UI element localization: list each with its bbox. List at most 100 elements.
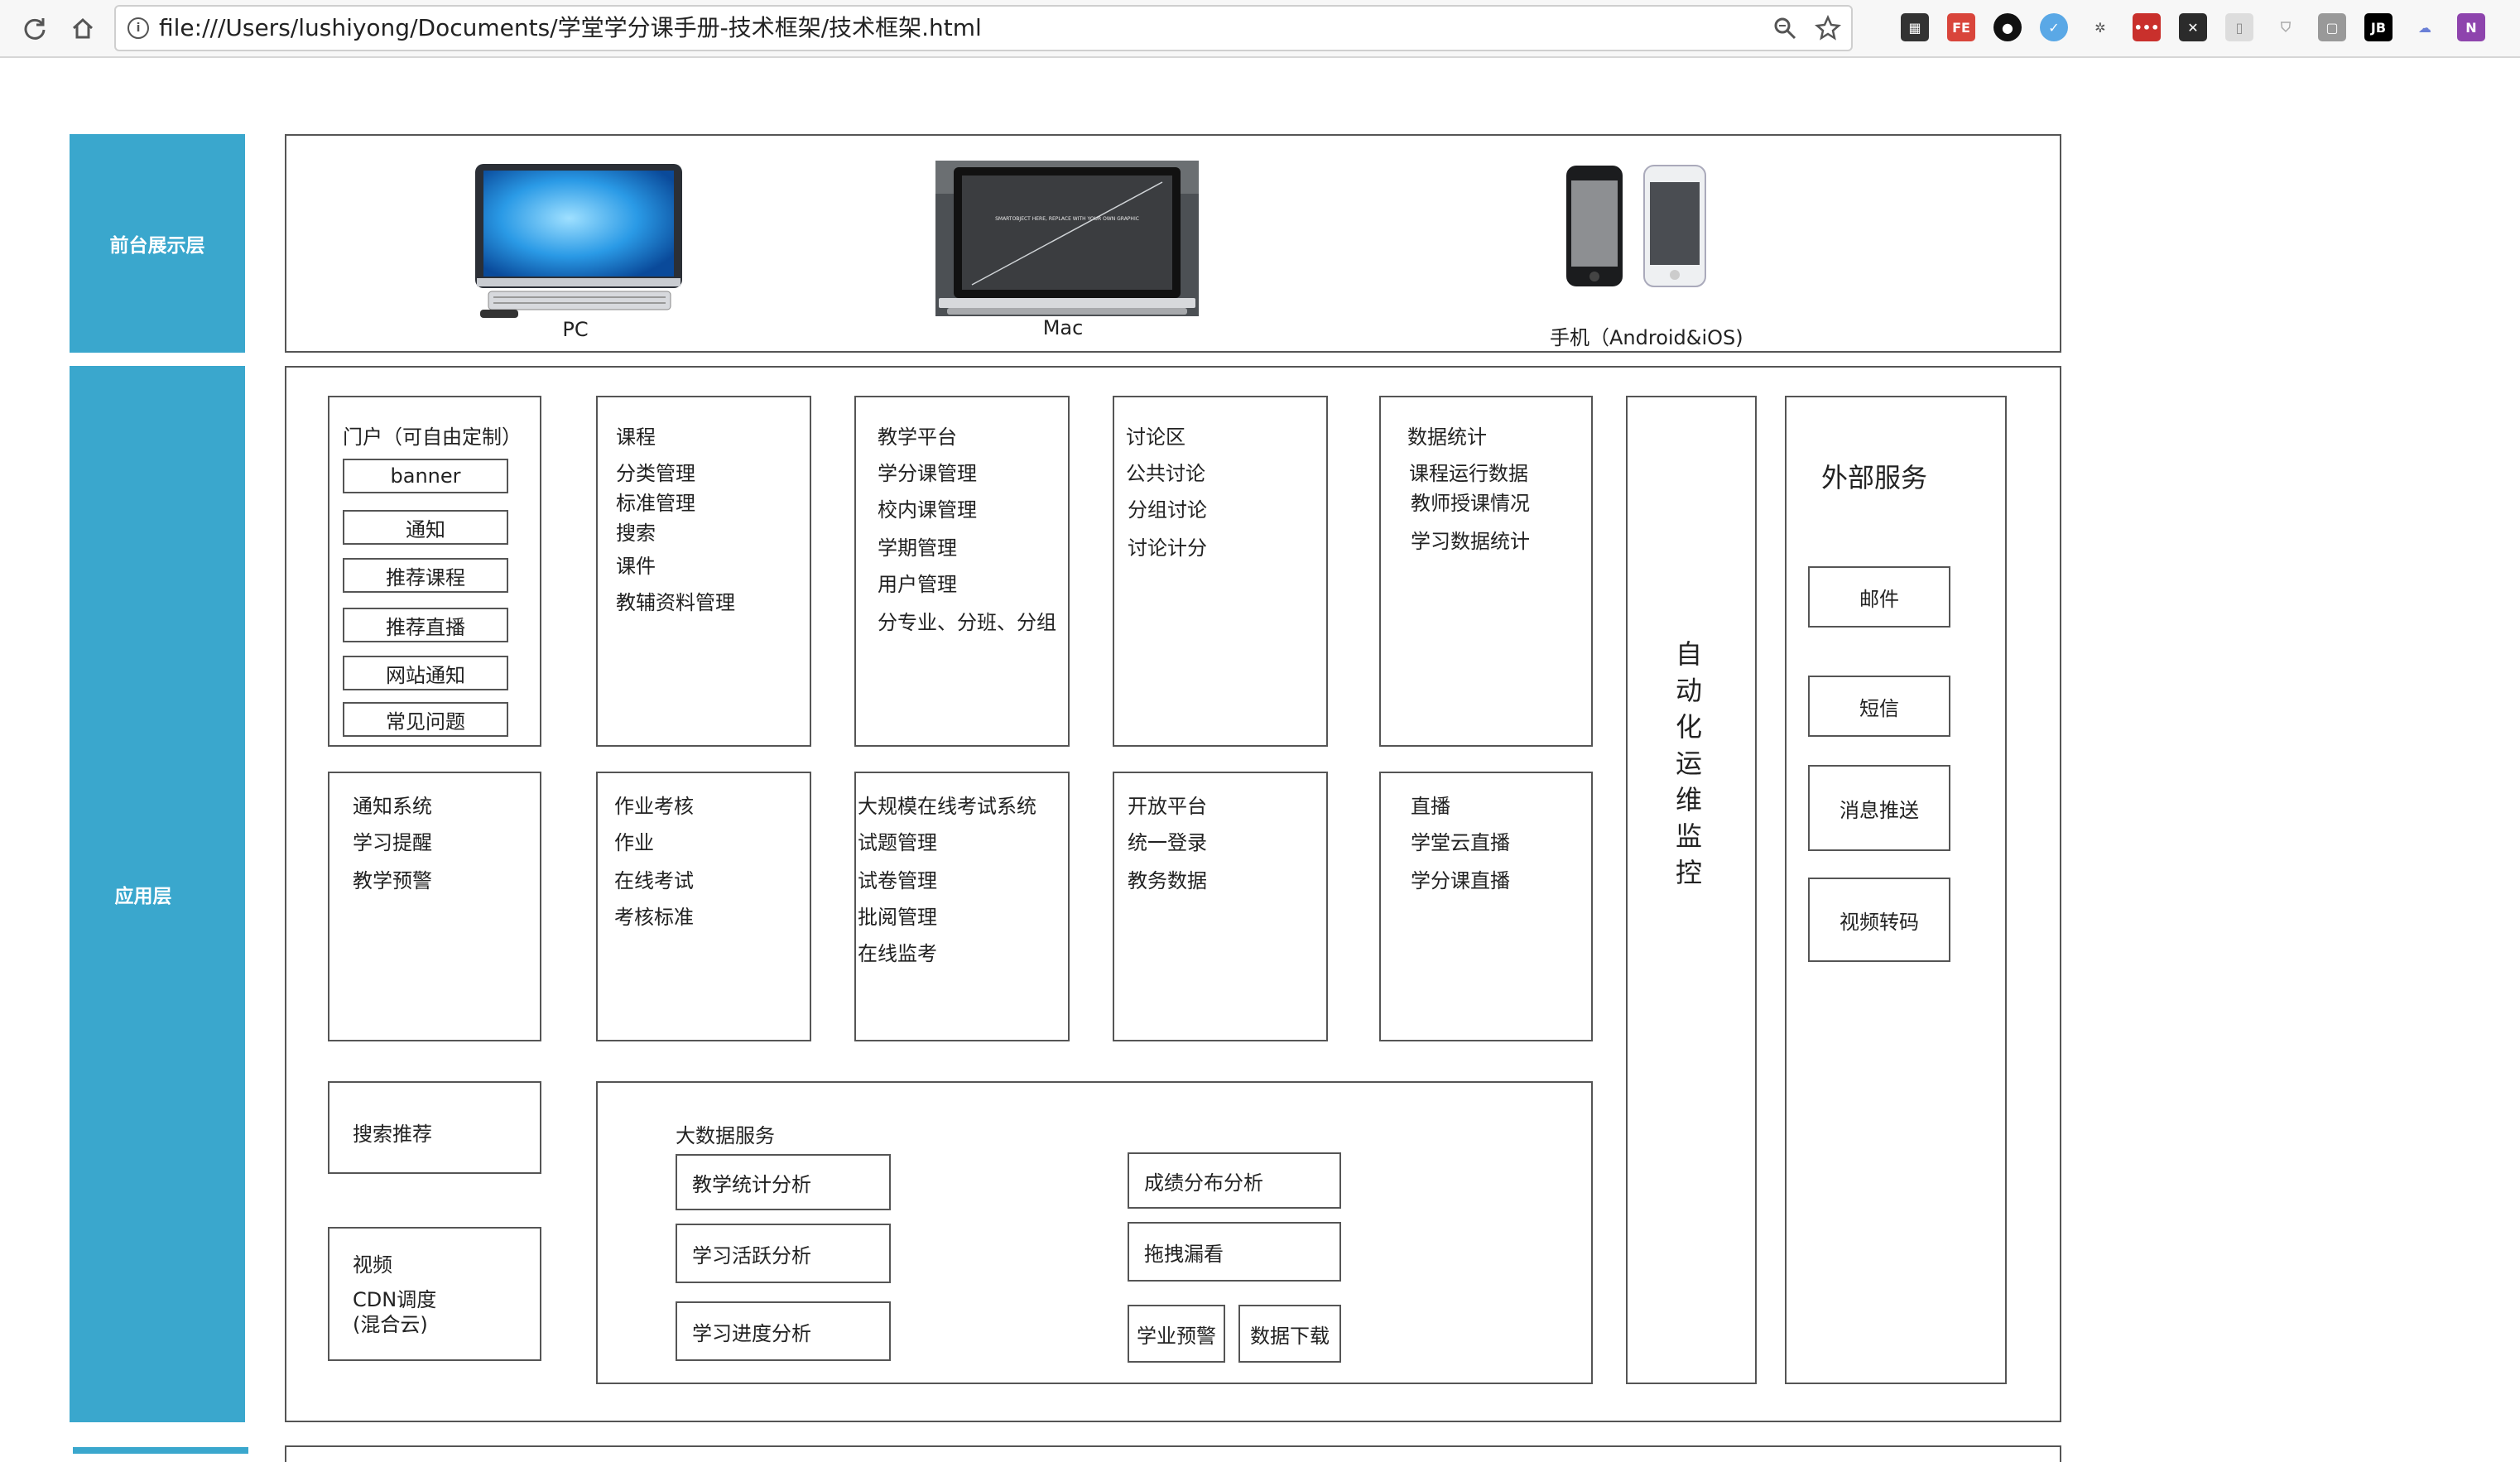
portal-notice-item: 通知 <box>343 510 508 545</box>
note-extension-icon[interactable]: ▢ <box>2318 13 2346 41</box>
live-item: 学堂云直播 <box>1411 831 1510 854</box>
external-services-title: 外部服务 <box>1821 462 1928 493</box>
address-bar[interactable]: i file:///Users/lushiyong/Documents/学堂学分… <box>114 5 1853 51</box>
course-module <box>596 396 811 747</box>
portal-faq-item: 常见问题 <box>343 702 508 737</box>
homework-item: 在线考试 <box>614 869 694 892</box>
portal-banner-item: banner <box>343 459 508 493</box>
drag-skip-watch-item: 拖拽漏看 <box>1128 1222 1341 1282</box>
open-title: 开放平台 <box>1128 795 1207 818</box>
discussion-item: 讨论计分 <box>1128 536 1207 560</box>
teaching-item: 学分课管理 <box>878 462 977 485</box>
academic-warning-item: 学业预警 <box>1128 1305 1225 1363</box>
mac-icon: SMARTOBJECT HERE, REPLACE WITH YOUR OWN … <box>935 161 1199 316</box>
homework-title: 作业考核 <box>614 795 694 818</box>
open-item: 教务数据 <box>1128 869 1207 892</box>
teaching-item: 用户管理 <box>878 573 957 596</box>
mobile-icon <box>1566 165 1706 287</box>
course-item: 教辅资料管理 <box>616 591 735 614</box>
big-data-title: 大数据服务 <box>676 1124 775 1147</box>
email-service-item: 邮件 <box>1808 566 1950 628</box>
shield-extension-icon[interactable]: ⛉ <box>2280 19 2291 35</box>
pc-label: PC <box>562 318 589 341</box>
course-item: 分类管理 <box>616 462 695 485</box>
homework-item: 考核标准 <box>614 906 694 929</box>
exam-item: 试卷管理 <box>858 869 937 892</box>
notification-module <box>328 772 541 1041</box>
url-text: file:///Users/lushiyong/Documents/学堂学分课手… <box>159 14 982 41</box>
live-title: 直播 <box>1411 795 1450 818</box>
reload-icon[interactable] <box>18 12 51 45</box>
teaching-platform-module <box>854 396 1070 747</box>
fe-extension-icon[interactable]: FE <box>1947 13 1975 41</box>
grade-distribution-analysis-item: 成绩分布分析 <box>1128 1152 1341 1209</box>
pc-icon <box>475 164 682 318</box>
search-recommend-module <box>328 1081 541 1174</box>
notify-item: 学习提醒 <box>353 831 432 854</box>
portal-recommended-live-item: 推荐直播 <box>343 608 508 642</box>
data-statistics-module <box>1379 396 1593 747</box>
teaching-stats-analysis-item: 教学统计分析 <box>676 1154 891 1210</box>
open-platform-module <box>1113 772 1328 1041</box>
course-item: 课件 <box>616 555 656 578</box>
app-layer-label: 应用层 <box>70 366 245 1422</box>
portal-recommended-course-item: 推荐课程 <box>343 558 508 593</box>
exam-module <box>854 772 1070 1041</box>
portal-site-notice-item: 网站通知 <box>343 656 508 690</box>
alien-extension-icon[interactable]: ● <box>1993 13 2022 41</box>
home-icon[interactable] <box>66 12 99 45</box>
push-service-item: 消息推送 <box>1808 765 1950 851</box>
sms-service-item: 短信 <box>1808 676 1950 737</box>
qr-code-icon[interactable]: ▦ <box>1901 13 1929 41</box>
notify-title: 通知系统 <box>353 795 432 818</box>
course-item: 标准管理 <box>616 492 695 515</box>
teaching-item: 校内课管理 <box>878 498 977 522</box>
mac-label: Mac <box>1042 316 1084 339</box>
video-module <box>328 1227 541 1361</box>
stats-title: 数据统计 <box>1407 426 1487 449</box>
exam-item: 在线监考 <box>858 942 937 965</box>
info-icon[interactable]: i <box>127 17 149 39</box>
zoom-icon[interactable] <box>1773 17 1796 43</box>
learning-progress-analysis-item: 学习进度分析 <box>676 1301 891 1361</box>
homework-module <box>596 772 811 1041</box>
cloud-extension-icon[interactable]: ☁ <box>2418 19 2431 36</box>
bookmark-star-icon[interactable] <box>1815 14 1841 45</box>
teaching-item: 学期管理 <box>878 536 957 560</box>
onenote-extension-icon[interactable]: N <box>2457 13 2485 41</box>
homework-item: 作业 <box>614 831 654 854</box>
discussion-title: 讨论区 <box>1126 426 1185 449</box>
course-item: 搜索 <box>616 522 656 545</box>
automated-ops-module <box>1626 396 1757 1384</box>
discussion-item: 公共讨论 <box>1126 462 1205 485</box>
live-module <box>1379 772 1593 1041</box>
exam-item: 试题管理 <box>858 831 937 854</box>
jetbrains-extension-icon[interactable]: JB <box>2364 13 2393 41</box>
search-recommend-title: 搜索推荐 <box>353 1123 432 1146</box>
feather-extension-icon[interactable]: ✓ <box>2040 13 2068 41</box>
close-extension-icon[interactable]: ✕ <box>2179 13 2207 41</box>
next-layer-label <box>73 1447 248 1454</box>
video-item: CDN调度 <box>353 1288 437 1311</box>
course-title: 课程 <box>616 426 656 449</box>
next-layer-frame <box>285 1445 2061 1462</box>
video-title: 视频 <box>353 1253 392 1277</box>
stats-item: 课程运行数据 <box>1409 462 1528 485</box>
open-item: 统一登录 <box>1128 831 1207 854</box>
live-item: 学分课直播 <box>1411 869 1510 892</box>
page-extension-icon[interactable]: ▯ <box>2225 13 2253 41</box>
discussion-item: 分组讨论 <box>1128 498 1207 522</box>
video-item: (混合云) <box>353 1313 428 1336</box>
front-layer-label: 前台展示层 <box>70 134 245 353</box>
portal-title: 门户（可自由定制） <box>343 426 522 449</box>
automated-ops-label: 自动化 运维监控 <box>1675 638 1702 888</box>
exam-item: 批阅管理 <box>858 906 937 929</box>
dots-extension-icon[interactable]: ••• <box>2133 13 2161 41</box>
discussion-module <box>1113 396 1328 747</box>
spider-extension-icon[interactable]: ✲ <box>2094 19 2106 36</box>
teaching-item: 分专业、分班、分组 <box>878 611 1056 634</box>
notify-item: 教学预警 <box>353 869 432 892</box>
stats-item: 教师授课情况 <box>1411 492 1530 515</box>
mobile-label: 手机（Android&iOS) <box>1550 326 1743 349</box>
stats-item: 学习数据统计 <box>1411 530 1530 553</box>
